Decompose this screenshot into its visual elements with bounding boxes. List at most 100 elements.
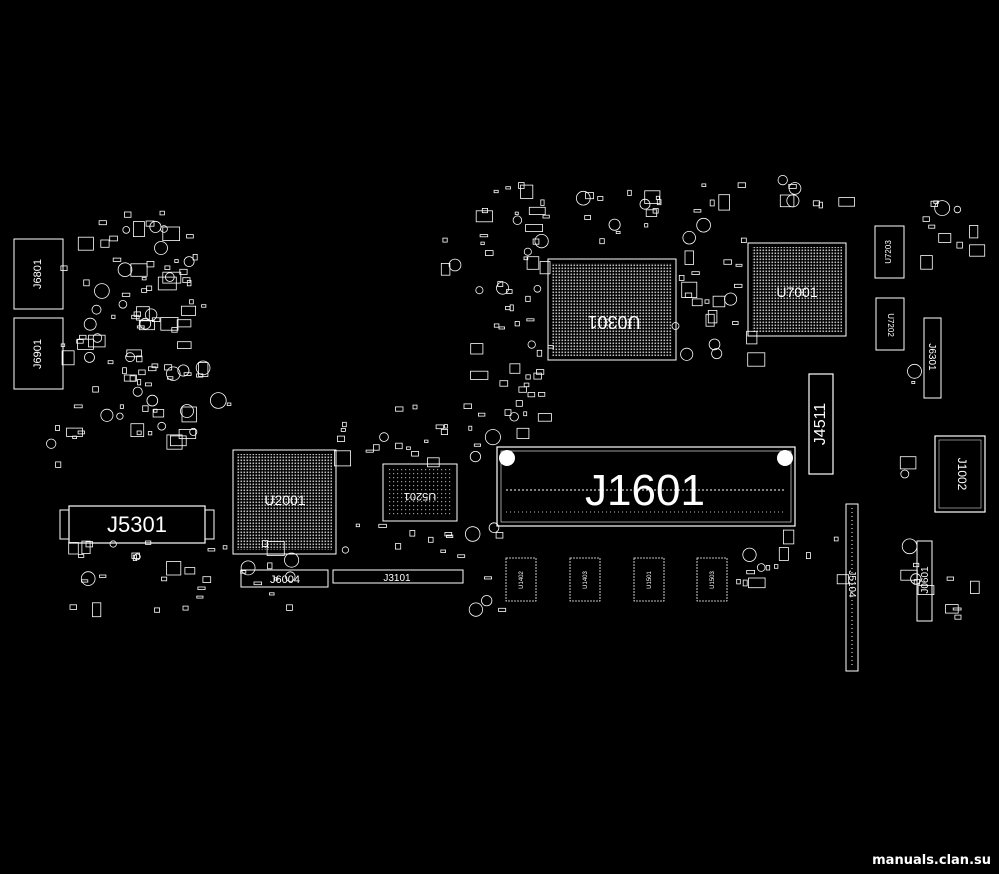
smd-component xyxy=(129,375,136,382)
smd-component xyxy=(528,206,546,216)
smd-component xyxy=(196,595,204,599)
j4511-connector[interactable] xyxy=(808,373,834,475)
j6301-connector[interactable] xyxy=(923,317,942,399)
u7001-chip[interactable] xyxy=(747,242,847,337)
j0601-connector[interactable] xyxy=(916,540,933,622)
smd-component xyxy=(107,360,114,365)
smd-component xyxy=(176,319,192,328)
j6004-connector[interactable] xyxy=(240,569,329,588)
smd-component xyxy=(463,403,472,409)
u7202-chip[interactable] xyxy=(875,297,905,351)
smd-component xyxy=(100,239,110,248)
j1002-connector[interactable] xyxy=(934,435,986,513)
smd-component xyxy=(132,221,145,238)
smd-component xyxy=(266,541,285,556)
smd-component xyxy=(525,224,543,232)
smd-component xyxy=(132,386,143,397)
smd-component xyxy=(122,367,127,375)
smd-component xyxy=(183,372,192,376)
smd-component xyxy=(117,262,133,278)
smd-component xyxy=(240,560,256,576)
smd-component xyxy=(969,224,979,239)
j5301-connector[interactable] xyxy=(59,505,215,544)
smd-component xyxy=(493,323,500,328)
smd-component xyxy=(505,186,511,190)
smd-component xyxy=(509,304,514,312)
smd-component xyxy=(938,233,952,243)
smd-component xyxy=(922,216,930,222)
smd-component xyxy=(141,288,148,293)
smd-component xyxy=(457,554,466,558)
j3101-label: J3101 xyxy=(383,573,411,584)
smd-component xyxy=(133,311,142,317)
smd-component xyxy=(73,404,83,409)
u5201-chip[interactable] xyxy=(382,463,458,522)
smd-component xyxy=(442,237,448,243)
smd-component xyxy=(198,362,209,377)
smd-component xyxy=(55,461,62,468)
smd-component xyxy=(495,532,504,539)
smd-component xyxy=(575,190,591,206)
smd-component xyxy=(518,386,527,393)
smd-component xyxy=(818,201,823,209)
smd-component xyxy=(154,241,168,255)
smd-component xyxy=(678,274,685,281)
smd-component xyxy=(435,424,444,430)
smd-component xyxy=(735,263,743,267)
smd-component xyxy=(427,457,440,468)
smd-component xyxy=(88,334,106,348)
smd-component xyxy=(708,338,721,351)
smd-component xyxy=(184,567,196,575)
smd-component xyxy=(183,256,195,268)
smd-component xyxy=(693,209,702,213)
smd-component xyxy=(527,392,536,398)
smd-component xyxy=(682,230,696,245)
smd-component xyxy=(85,541,93,548)
smd-component xyxy=(125,352,136,363)
smd-component xyxy=(477,412,486,417)
smd-component xyxy=(533,284,542,293)
smd-component xyxy=(373,444,380,451)
j6901-label: J6901 xyxy=(32,339,44,369)
smd-component xyxy=(900,569,918,581)
j1601-label: J1601 xyxy=(585,466,705,515)
smd-component xyxy=(520,184,534,199)
smd-component xyxy=(136,306,150,321)
u0301-chip[interactable] xyxy=(547,258,677,361)
smd-component xyxy=(112,257,122,262)
smd-component xyxy=(341,546,349,554)
j6801-connector[interactable] xyxy=(13,238,64,310)
smd-component xyxy=(66,427,83,437)
j3101-connector[interactable] xyxy=(332,569,464,584)
u7203-chip[interactable] xyxy=(874,225,905,279)
smd-component xyxy=(445,534,454,538)
smd-component xyxy=(536,369,545,375)
j1601-connector[interactable] xyxy=(496,446,796,527)
smd-component xyxy=(157,421,167,431)
smd-component xyxy=(475,286,484,295)
smd-component xyxy=(146,260,155,268)
smd-component xyxy=(900,469,910,479)
smd-component xyxy=(655,195,660,200)
smd-component xyxy=(395,406,404,412)
j1002-label: J1002 xyxy=(955,458,969,491)
smd-component xyxy=(84,351,95,363)
smd-component xyxy=(240,570,247,574)
smd-component xyxy=(333,450,351,467)
smd-component xyxy=(506,289,513,294)
smd-component xyxy=(498,607,507,612)
j0601-label: J0601 xyxy=(920,566,931,594)
smd-component xyxy=(652,208,659,214)
smd-component xyxy=(178,428,197,439)
smd-component xyxy=(473,443,481,447)
smd-component xyxy=(154,607,160,613)
smd-component xyxy=(411,450,419,457)
smd-component xyxy=(440,549,446,553)
j5104-connector[interactable] xyxy=(845,503,859,672)
j6901-connector[interactable] xyxy=(13,317,64,390)
smd-component xyxy=(532,238,540,245)
smd-component xyxy=(707,309,718,324)
smd-component xyxy=(72,435,77,440)
smd-component xyxy=(542,214,550,219)
smd-component xyxy=(131,552,140,559)
